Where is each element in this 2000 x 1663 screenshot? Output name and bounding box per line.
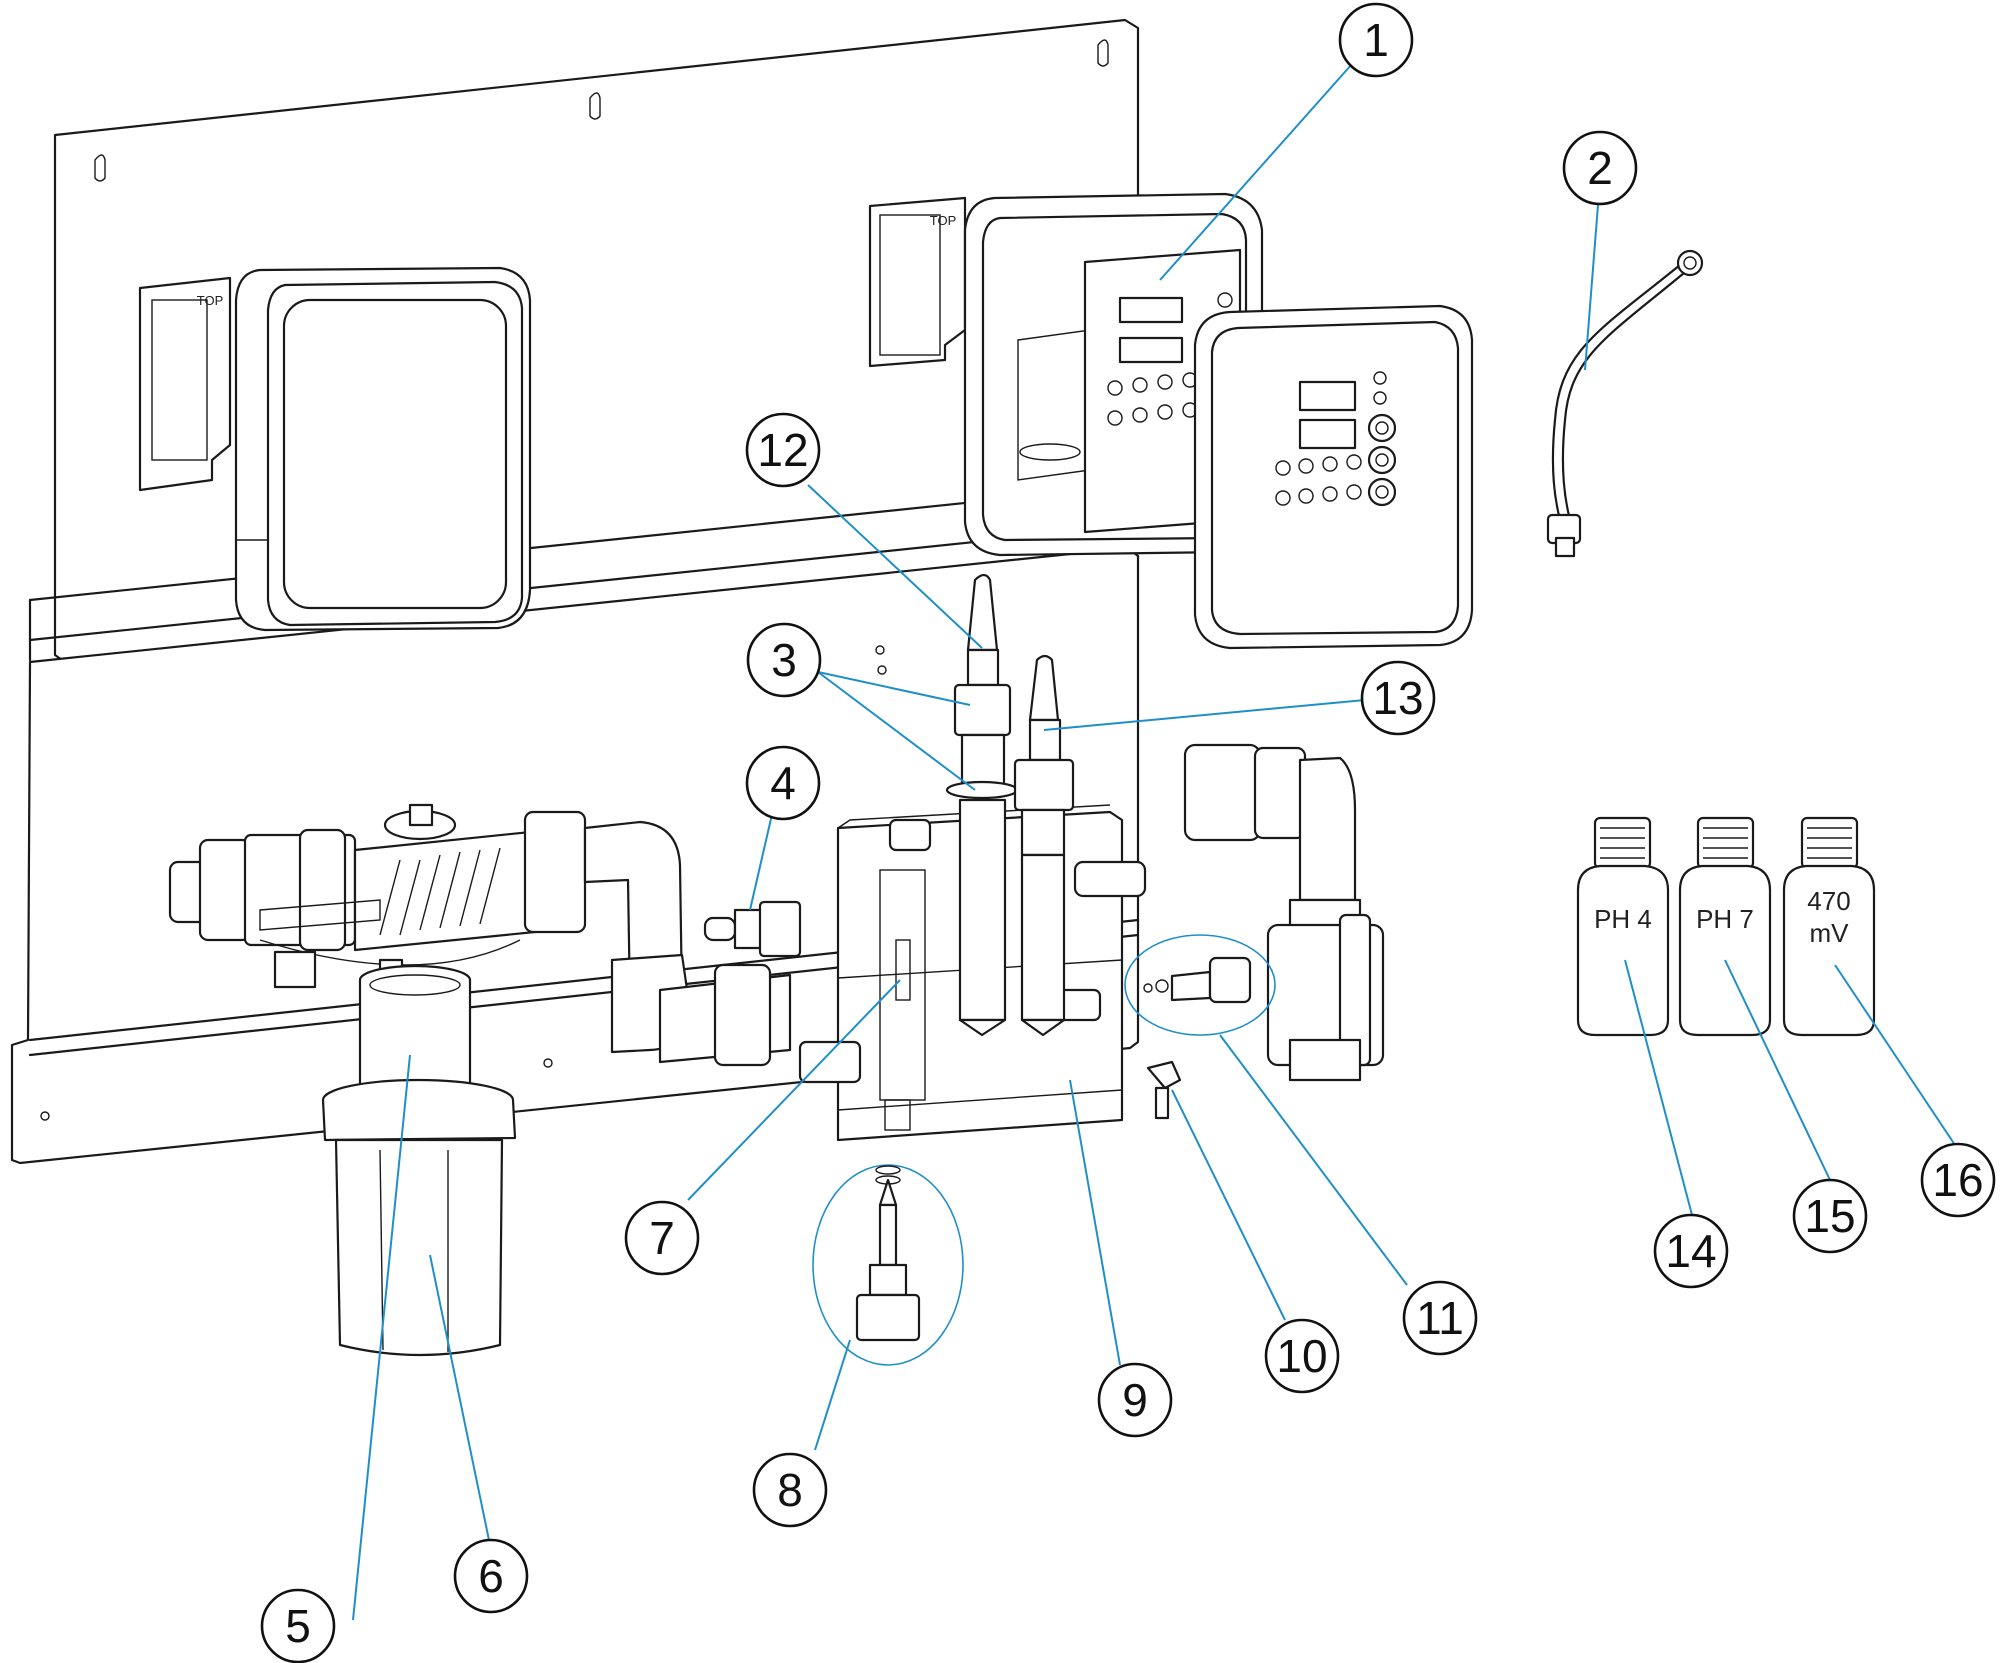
small-fittings (1143, 956, 1252, 1120)
highlight-ellipse-8 (812, 1164, 964, 1366)
callout-4: 4 (745, 745, 821, 821)
svg-text:15: 15 (1804, 1190, 1855, 1242)
svg-text:11: 11 (1416, 1292, 1464, 1344)
callout-16: 16 (1920, 1142, 1996, 1218)
svg-text:7: 7 (649, 1212, 675, 1264)
callout-2: 2 (1562, 130, 1638, 206)
svg-text:12: 12 (757, 424, 808, 476)
svg-text:3: 3 (771, 634, 797, 686)
callout-3: 3 (746, 622, 822, 698)
svg-text:8: 8 (777, 1464, 803, 1516)
callout-9: 9 (1097, 1362, 1173, 1438)
svg-text:4: 4 (770, 757, 796, 809)
highlight-ellipse-11 (1124, 934, 1276, 1036)
callout-8: 8 (752, 1452, 828, 1528)
callout-11: 11 (1402, 1280, 1478, 1356)
front-cover (1193, 304, 1474, 650)
spare-spike (855, 1165, 921, 1342)
svg-text:5: 5 (285, 1600, 311, 1652)
svg-text:10: 10 (1276, 1330, 1327, 1382)
callout-14: 14 (1653, 1213, 1729, 1289)
buffer-bottle-ph4: PH 4 (1576, 816, 1670, 1037)
svg-text:6: 6 (478, 1550, 504, 1602)
label-ph7: PH 7 (1696, 904, 1754, 934)
board-display (1118, 296, 1184, 364)
orp-probe (1013, 654, 1075, 1037)
label-redox-value: 470 (1807, 886, 1850, 916)
top-mark-left: TOP (197, 293, 224, 308)
svg-text:14: 14 (1665, 1225, 1716, 1277)
label-ph4: PH 4 (1594, 904, 1652, 934)
svg-text:9: 9 (1122, 1374, 1148, 1426)
callout-13: 13 (1360, 660, 1436, 736)
svg-text:2: 2 (1587, 142, 1613, 194)
right-valve-assembly (1183, 743, 1385, 1082)
filter-cartridge-and-bowl (321, 964, 517, 1357)
svg-text:1: 1 (1363, 14, 1389, 66)
injection-fitting (703, 900, 802, 958)
right-controller-housing: TOP (868, 192, 1264, 557)
callout-7: 7 (624, 1200, 700, 1276)
svg-text:16: 16 (1932, 1154, 1983, 1206)
callout-15: 15 (1792, 1178, 1868, 1254)
label-redox-unit: mV (1810, 918, 1850, 948)
svg-text:13: 13 (1372, 672, 1423, 724)
callouts: 1 2 3 4 5 6 7 8 9 10 11 12 13 14 15 16 (260, 2, 1996, 1663)
callout-1: 1 (1338, 2, 1414, 78)
redox-bottle-470mv: 470 mV (1782, 816, 1876, 1037)
buffer-bottle-ph7: PH 7 (1678, 816, 1772, 1037)
callout-5: 5 (260, 1588, 336, 1663)
leader-lines (352, 63, 1956, 1621)
sensor-cable (1546, 249, 1704, 558)
ph-probe (945, 573, 1019, 1037)
callout-10: 10 (1264, 1318, 1340, 1394)
callout-6: 6 (453, 1538, 529, 1614)
callout-12: 12 (745, 412, 821, 488)
left-controller-housing: TOP (138, 266, 532, 632)
top-mark-right: TOP (930, 213, 957, 228)
